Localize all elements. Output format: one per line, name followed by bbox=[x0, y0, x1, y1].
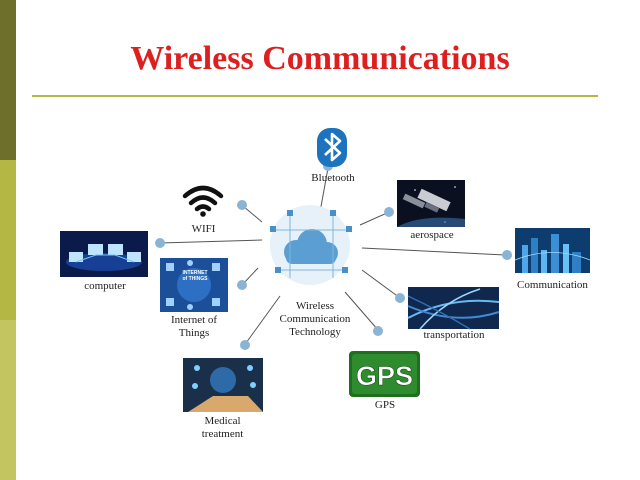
communication-label: Communication bbox=[517, 279, 588, 291]
gps-logo-text: GPS bbox=[356, 361, 413, 391]
center-label: Wireless Communication Technology bbox=[279, 300, 351, 338]
side-bar-light bbox=[0, 320, 16, 480]
wifi-icon bbox=[177, 178, 230, 220]
internet-of-things-label: Internet of Things bbox=[170, 314, 218, 339]
title-underline bbox=[32, 95, 598, 97]
gps-logo-icon: GPS bbox=[349, 351, 420, 397]
bluetooth-icon bbox=[317, 128, 347, 167]
communication-city-image bbox=[514, 228, 591, 273]
gps-label: GPS bbox=[374, 399, 396, 411]
bluetooth-label: Bluetooth bbox=[311, 172, 355, 184]
transportation-image bbox=[407, 287, 500, 330]
transportation-label: transportation bbox=[423, 329, 485, 341]
computer-network-image bbox=[60, 231, 148, 277]
cloud-network-icon bbox=[270, 205, 352, 285]
medical-treatment-image bbox=[183, 358, 263, 412]
slide-title: Wireless Communications bbox=[130, 40, 510, 77]
computer-label: computer bbox=[84, 280, 126, 292]
side-bar-mid bbox=[0, 160, 16, 320]
wifi-label: WIFI bbox=[191, 223, 216, 235]
aerospace-label: aerospace bbox=[410, 229, 454, 241]
connector-lines bbox=[159, 167, 506, 344]
iot-image-caption: INTERNET of THINGS bbox=[182, 270, 208, 282]
internet-of-things-image bbox=[160, 258, 228, 312]
side-bar-dark bbox=[0, 0, 16, 160]
medical-treatment-label: Medical treatment bbox=[201, 415, 244, 440]
aerospace-image bbox=[397, 180, 465, 227]
